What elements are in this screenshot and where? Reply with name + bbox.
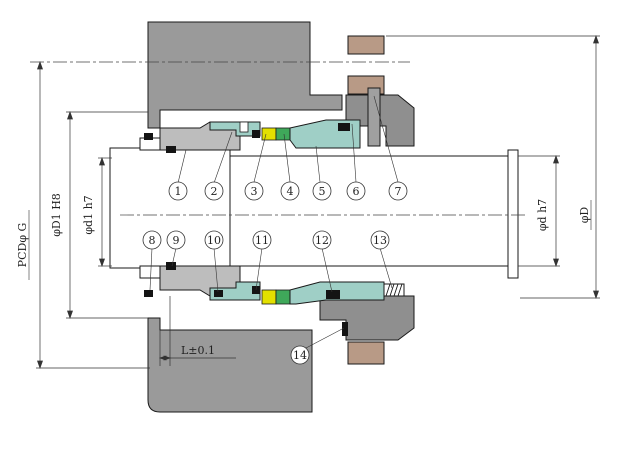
leader-lines [149, 95, 399, 349]
balloon-number: 6 [353, 185, 360, 198]
balloon-circle [312, 230, 332, 250]
o-ring-upper-seat [338, 123, 350, 131]
o-ring-9 [166, 262, 176, 270]
set-screw-upper [239, 121, 249, 133]
housing-lower [147, 317, 313, 413]
balloon-circle [168, 181, 188, 201]
dim-d-h7: φd h7 [536, 199, 549, 231]
o-ring-14 [342, 322, 348, 336]
balloon-6: 6 [346, 181, 366, 201]
balloon-number: 14 [293, 349, 307, 362]
balloon-9: 9 [166, 230, 186, 250]
o-ring-upper-face [252, 130, 260, 138]
balloon-number: 12 [315, 234, 329, 247]
balloon-circle [252, 230, 272, 250]
bolt-lower-body [347, 341, 385, 365]
balloon-circle [204, 181, 224, 201]
balloon-12: 12 [312, 230, 332, 250]
balloon-8: 8 [142, 230, 162, 250]
seal-components-upper [159, 119, 361, 151]
balloon-number: 5 [319, 185, 326, 198]
o-ring-11 [252, 286, 260, 294]
flange-bolt-sections [347, 35, 385, 365]
shaft [229, 155, 509, 267]
balloon-4: 4 [280, 181, 300, 201]
balloon-number: 1 [175, 185, 182, 198]
o-rings [144, 123, 350, 336]
balloon-number: 13 [373, 234, 387, 247]
balloon-circle [280, 181, 300, 201]
dim-d1-h7: φd1 h7 [82, 195, 95, 234]
o-ring-10 [214, 290, 223, 297]
shaft-collar [507, 149, 519, 279]
balloon-number: 7 [395, 185, 402, 198]
o-ring-sleeve-upper [166, 146, 176, 153]
dim-install-length: L±0.1 [181, 344, 215, 357]
spring-coils [385, 283, 403, 297]
gland-lower [319, 295, 415, 341]
balloon-10: 10 [204, 230, 224, 250]
balloon-11: 11 [252, 230, 272, 250]
o-ring-8-lower [144, 290, 153, 297]
shaft-and-sleeve [109, 137, 519, 279]
balloon-circle [142, 230, 162, 250]
balloon-circle [244, 181, 264, 201]
seal-components-lower [159, 265, 405, 305]
balloon-circle [204, 230, 224, 250]
dim-d1-h8: φD1 H8 [50, 193, 63, 237]
balloon-circle [166, 230, 186, 250]
seal-face-green-upper [275, 127, 291, 141]
o-ring-12 [326, 290, 340, 299]
housing-upper [147, 21, 343, 129]
balloon-circle [388, 181, 408, 201]
balloon-3: 3 [244, 181, 264, 201]
balloon-2: 2 [204, 181, 224, 201]
balloon-circle [346, 181, 366, 201]
o-ring-8-upper [144, 133, 153, 140]
seal-face-yellow-lower [261, 289, 277, 305]
shaft-sleeve-outer [109, 147, 231, 269]
balloon-number: 2 [211, 185, 218, 198]
balloon-circle [312, 181, 332, 201]
centerlines [30, 61, 525, 216]
balloon-1: 1 [168, 181, 188, 201]
seal-face-yellow-upper [261, 127, 277, 141]
pump-housing [147, 21, 343, 413]
balloon-circle [290, 345, 310, 365]
balloon-number: 11 [255, 234, 269, 247]
dim-big-d: φD [578, 207, 591, 224]
balloon-5: 5 [312, 181, 332, 201]
balloon-number: 8 [149, 234, 156, 247]
balloon-circle [370, 230, 390, 250]
balloon-7: 7 [388, 181, 408, 201]
dim-pcd-g: PCDφ G [16, 223, 29, 268]
dimension-lines [36, 34, 600, 370]
balloon-14: 14 [290, 345, 310, 365]
balloon-number: 3 [251, 185, 258, 198]
balloon-number: 9 [173, 234, 180, 247]
seal-face-green-lower [275, 289, 291, 305]
bolt-upper-head [347, 35, 385, 55]
balloon-number: 4 [287, 185, 294, 198]
balloon-number: 10 [207, 234, 221, 247]
balloon-13: 13 [370, 230, 390, 250]
